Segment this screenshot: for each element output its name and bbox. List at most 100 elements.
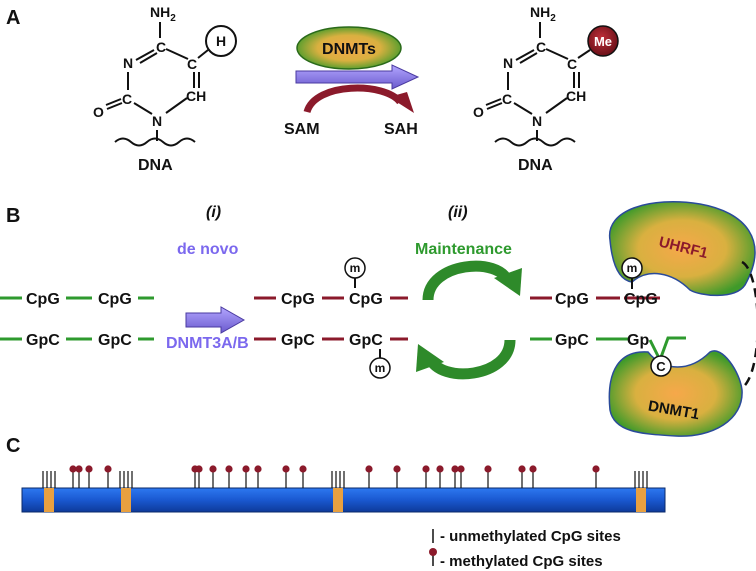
flipped-base-strand — [648, 336, 686, 364]
methylcytosine-right: NH2 C C Me N CH C O N DNA — [473, 4, 619, 174]
cpg-site: CpG — [281, 291, 315, 308]
dnmt3-label: DNMT3A/B — [166, 335, 249, 352]
hemimethylated-dna: CpG GpC — [530, 291, 620, 349]
gpc-site: GpC — [98, 332, 132, 349]
c6h-label: CH — [186, 88, 206, 104]
de-novo-arrow — [185, 306, 246, 334]
dnmt1-protein: DNMT1 — [608, 350, 743, 437]
legend: - unmethylated CpG sites - methylated Cp… — [429, 528, 621, 570]
cpg-islands — [44, 488, 646, 512]
o-label: O — [93, 104, 104, 120]
cpg-island — [44, 488, 54, 512]
methylated-cpg-dot — [592, 465, 600, 473]
methylated-cpg-dot — [393, 465, 401, 473]
sah-label: SAH — [384, 121, 418, 138]
sam-sah-curved-arrow — [303, 84, 403, 114]
me-group-circle — [587, 25, 619, 57]
sam-label: SAM — [284, 121, 320, 138]
flipped-cytosine — [650, 355, 672, 377]
gpc-site: GpC — [349, 332, 383, 349]
unmethylated-sites — [42, 471, 648, 488]
methylated-sites — [69, 465, 600, 488]
methylated-cpg-dot — [195, 465, 203, 473]
methylated-cpg-dot — [85, 465, 93, 473]
n1-label: N — [152, 113, 162, 129]
dnmt1-shape — [608, 350, 743, 437]
methylated-cpg-dot — [75, 465, 83, 473]
methyl-mark-label: m — [375, 361, 386, 375]
methylated-cpg-dot — [436, 465, 444, 473]
reaction-arrows: DNMTs SAM SAH — [284, 26, 420, 138]
uhrf1-protein: UHRF1 — [609, 201, 756, 297]
step-i-label: (i) — [206, 204, 221, 221]
methyl-mark — [621, 257, 643, 279]
cpg-site: CpG — [98, 291, 132, 308]
dnmts-label: DNMTs — [322, 41, 376, 58]
gpc-site: GpC — [281, 332, 315, 349]
c6h-label: CH — [566, 88, 586, 104]
c4-label: C — [156, 39, 166, 55]
methylated-cpg-dot — [225, 465, 233, 473]
methylated-cpg-dot — [365, 465, 373, 473]
purple-reaction-arrow — [295, 64, 420, 90]
methylated-cpg-dot — [529, 465, 537, 473]
maintenance-label: Maintenance — [415, 241, 512, 258]
cpg-island — [333, 488, 343, 512]
methylated-cpg-dot — [209, 465, 217, 473]
dna-label: DNA — [138, 157, 173, 174]
c4-label: C — [536, 39, 546, 55]
methylated-cpg-dot — [242, 465, 250, 473]
gp-site: Gp — [627, 332, 649, 349]
methylated-legend-dot — [429, 548, 437, 556]
panel-label-a: A — [6, 7, 20, 29]
dna-backbone-squiggle — [494, 137, 576, 147]
cpg-island — [121, 488, 131, 512]
unmethylated-legend-text: - unmethylated CpG sites — [440, 528, 621, 545]
c5-label: C — [567, 56, 577, 72]
cycle-arrowhead-top — [494, 268, 522, 296]
methyl-mark — [344, 257, 366, 279]
protein-complex-details: CpG m Gp C — [620, 257, 756, 390]
gene-region — [21, 465, 666, 513]
methylated-cpg-dot — [104, 465, 112, 473]
de-novo-label: de novo — [177, 241, 239, 258]
dna-bar — [21, 487, 666, 513]
nh2-label: NH2 — [150, 4, 176, 24]
panel-label-b: B — [6, 205, 20, 227]
cycle-arrow-top — [422, 260, 514, 301]
methyl-mark — [369, 357, 391, 379]
gpc-site: GpC — [555, 332, 589, 349]
methylated-cpg-dot — [282, 465, 290, 473]
step-ii-label: (ii) — [448, 204, 468, 221]
cpg-site: CpG — [555, 291, 589, 308]
methylated-cpg-dot — [484, 465, 492, 473]
h-group-circle — [205, 25, 237, 57]
methylated-cpg-dot — [254, 465, 262, 473]
dna-label: DNA — [518, 157, 553, 174]
n1-label: N — [532, 113, 542, 129]
unmethylated-dna: CpG CpG GpC GpC — [0, 291, 154, 349]
flipped-cytosine-label: C — [656, 359, 666, 374]
o-label: O — [473, 104, 484, 120]
cpg-site: CpG — [349, 291, 383, 308]
maintenance-cycle — [416, 260, 522, 380]
nh2-label: NH2 — [530, 4, 556, 24]
c2-label: C — [502, 91, 512, 107]
methylated-cpg-dot — [518, 465, 526, 473]
cpg-island — [636, 488, 646, 512]
cytosine-left: NH2 C C H N CH C O N DNA — [93, 4, 237, 174]
gpc-site: GpC — [26, 332, 60, 349]
methylated-cpg-dot — [69, 465, 77, 473]
methylated-dna: CpG CpG m GpC GpC m — [254, 257, 408, 379]
methylated-cpg-dot — [299, 465, 307, 473]
n3-label: N — [503, 55, 513, 71]
cpg-site: CpG — [624, 291, 658, 308]
c2-label: C — [122, 91, 132, 107]
dna-backbone-squiggle — [114, 137, 196, 147]
methylated-cpg-dot — [422, 465, 430, 473]
panel-label-c: C — [6, 435, 20, 457]
h-group-label: H — [216, 33, 226, 49]
methylated-legend-text: - methylated CpG sites — [440, 553, 603, 570]
cycle-arrow-bottom — [424, 339, 516, 380]
